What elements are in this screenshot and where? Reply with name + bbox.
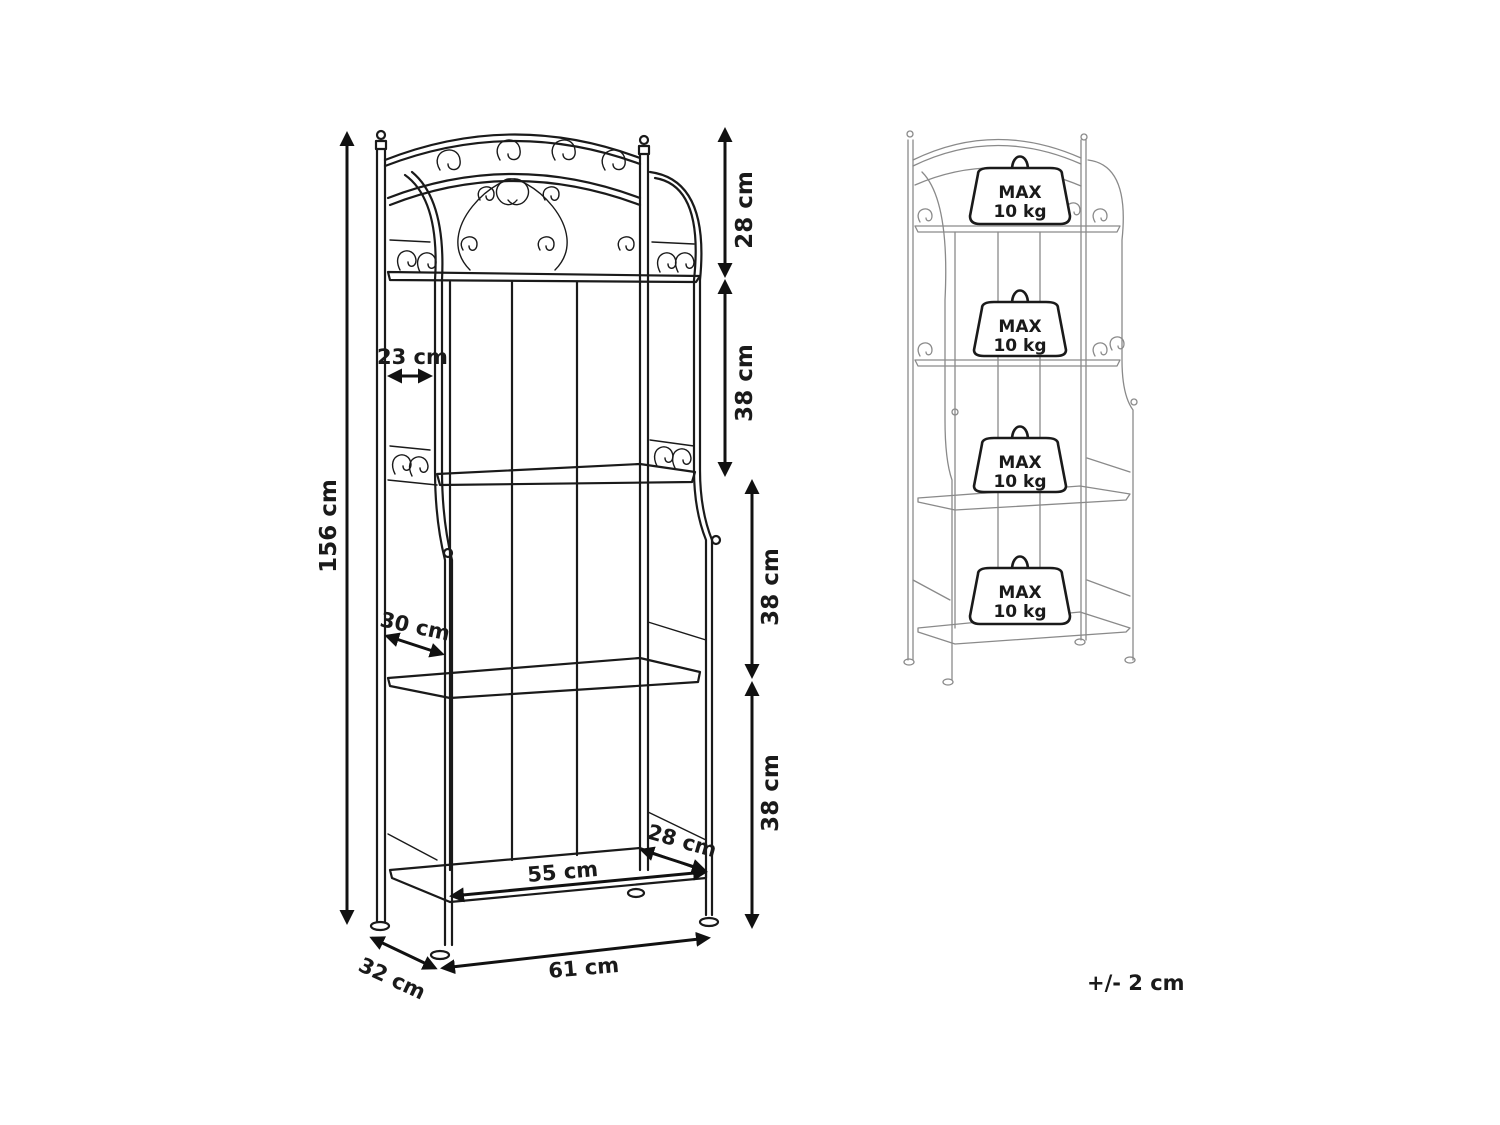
weight-3: MAX 10 kg	[972, 425, 1068, 494]
weight-max-label: MAX	[998, 317, 1041, 337]
weight-kg-label: 10 kg	[993, 202, 1046, 222]
shelf-drawing-load	[903, 130, 1138, 686]
upper-gap-label: 38 cm	[732, 344, 758, 422]
middle-depth-arrow	[384, 632, 445, 658]
weight-icon	[1010, 289, 1030, 305]
tolerance-note: +/- 2 cm	[1087, 971, 1185, 995]
weight-max-label: MAX	[998, 583, 1041, 603]
top-arch	[383, 133, 642, 271]
top-section-label: 28 cm	[732, 171, 758, 249]
outer-width-label: 61 cm	[547, 953, 620, 983]
weight-icon	[1010, 555, 1030, 571]
weight-max-label: MAX	[998, 453, 1041, 473]
dimension-labels: 156 cm 28 cm 38 cm 38 cm 38 cm 23 cm 30 …	[316, 171, 784, 1004]
weight-kg-label: 10 kg	[993, 336, 1046, 356]
middle-depth-label: 30 cm	[378, 607, 452, 645]
weight-body	[968, 566, 1072, 626]
weight-4: MAX 10 kg	[968, 555, 1072, 626]
weight-kg-label: 10 kg	[993, 472, 1046, 492]
weight-kg-label: 10 kg	[993, 602, 1046, 622]
weight-icon	[1010, 155, 1030, 171]
weight-1: MAX 10 kg	[968, 155, 1072, 226]
side-scrolls	[389, 239, 695, 477]
middle-gap-label: 38 cm	[758, 548, 784, 626]
weight-body	[968, 166, 1072, 226]
weight-icon	[1010, 425, 1030, 441]
weight-max-label: MAX	[998, 183, 1041, 203]
dimension-arrows	[339, 127, 760, 975]
back-posts	[369, 129, 651, 932]
inner-depth-arrow	[639, 846, 707, 874]
front-legs	[403, 170, 722, 961]
weight-body	[972, 300, 1068, 358]
top-depth-label: 23 cm	[377, 345, 448, 369]
bottom-gap-label: 38 cm	[758, 754, 784, 832]
outer-width-arrow	[440, 931, 711, 975]
inner-width-arrow	[449, 865, 708, 903]
weight-body	[972, 436, 1068, 494]
outer-depth-arrow	[369, 936, 438, 970]
total-height-label: 156 cm	[316, 479, 342, 573]
weight-2: MAX 10 kg	[972, 289, 1068, 358]
